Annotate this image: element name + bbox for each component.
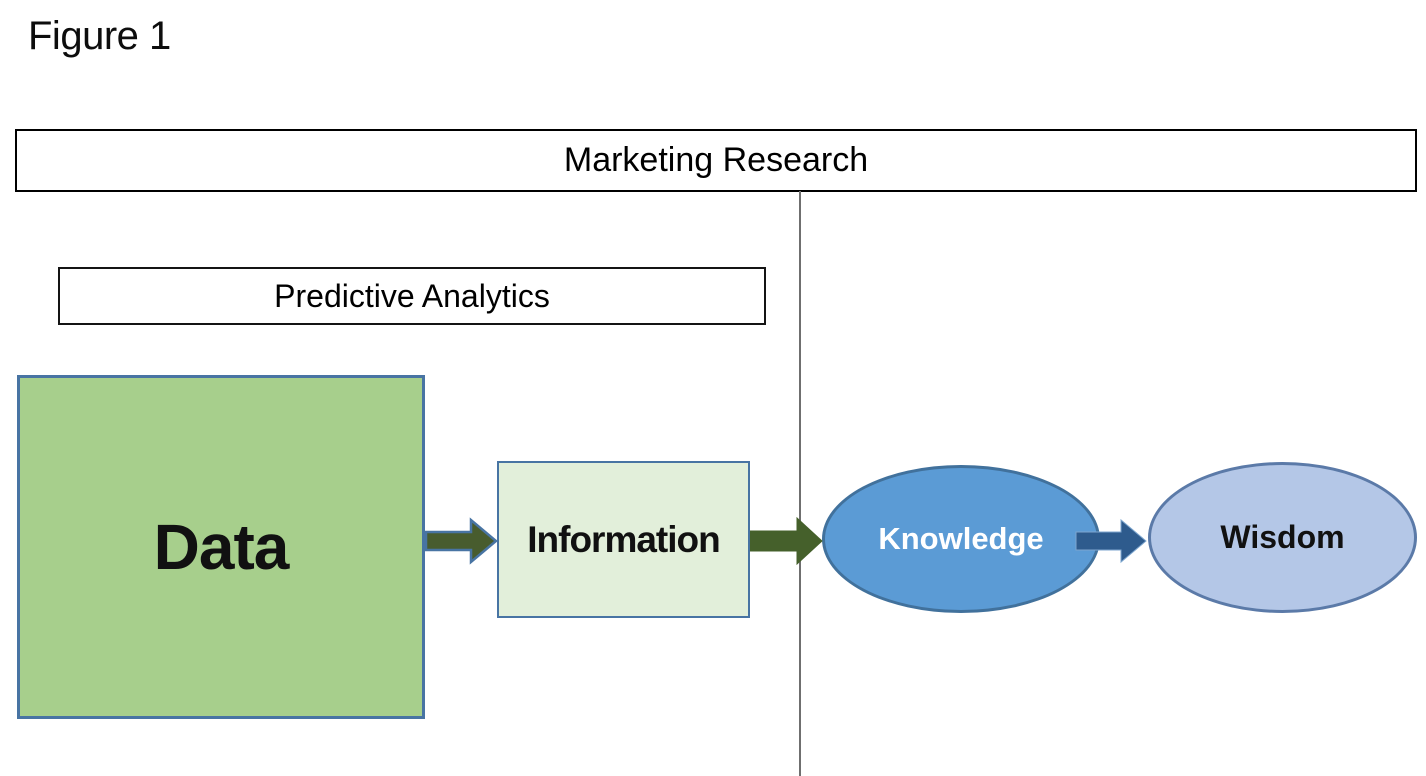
wisdom-node-label: Wisdom xyxy=(1220,519,1345,555)
arrow-knowledge-to-wisdom-shape xyxy=(1075,518,1147,564)
predictive-analytics-box: Predictive Analytics xyxy=(58,267,766,325)
arrow-information-to-knowledge-shape xyxy=(750,517,823,565)
arrow-knowledge-to-wisdom xyxy=(1075,518,1147,564)
data-node-label: Data xyxy=(153,511,290,583)
knowledge-node-label: Knowledge xyxy=(878,521,1044,556)
arrow-data-to-information-shape xyxy=(425,517,498,565)
arrow-information-to-knowledge xyxy=(750,517,823,565)
knowledge-node: Knowledge xyxy=(822,465,1100,613)
predictive-analytics-label: Predictive Analytics xyxy=(274,277,550,314)
information-node-label: Information xyxy=(527,518,720,560)
wisdom-node: Wisdom xyxy=(1148,462,1417,613)
marketing-research-label: Marketing Research xyxy=(563,141,869,179)
data-node: Data xyxy=(17,375,425,719)
marketing-research-box: Marketing Research xyxy=(15,129,1417,192)
arrow-data-to-information xyxy=(425,517,498,565)
vertical-divider-line xyxy=(799,191,801,776)
figure-caption: Figure 1 xyxy=(28,14,171,58)
information-node: Information xyxy=(497,461,750,618)
